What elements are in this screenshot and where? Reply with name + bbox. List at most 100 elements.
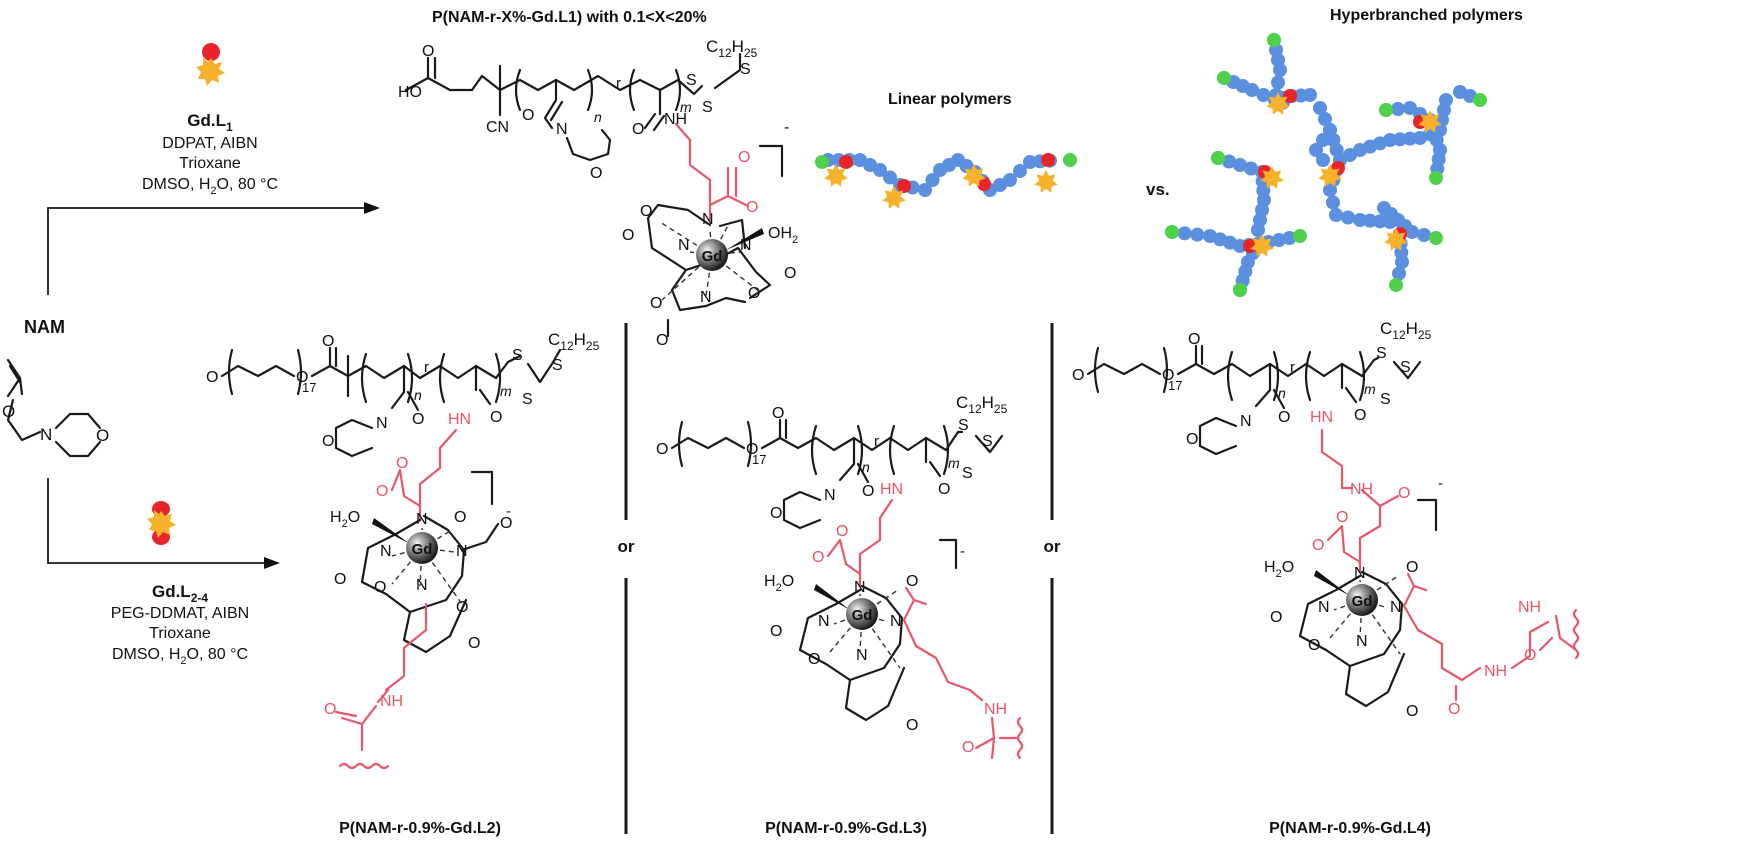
linker-bead: [839, 155, 853, 169]
svg-text:O: O: [1524, 647, 1536, 664]
backbone-bead: [1023, 155, 1037, 169]
svg-text:S: S: [982, 433, 993, 450]
svg-text:-: -: [506, 503, 511, 520]
backbone-bead: [1395, 255, 1409, 269]
svg-text:N: N: [380, 543, 392, 560]
or-label-right: or: [1044, 537, 1061, 556]
svg-text:m: m: [948, 455, 960, 471]
gd-complex-icon-bottom: [147, 501, 176, 545]
svg-text:Trioxane: Trioxane: [179, 155, 241, 172]
svg-text:O: O: [784, 265, 796, 282]
product-label-l4: P(NAM-r-0.9%-Gd.L4): [1269, 820, 1431, 837]
svg-text:-: -: [1438, 475, 1443, 492]
svg-text:S: S: [522, 391, 533, 408]
end-group-bead: [1379, 103, 1393, 117]
svg-text:O: O: [590, 165, 602, 182]
gd-atom: [696, 239, 728, 271]
backbone-bead: [1323, 183, 1337, 197]
svg-text:N: N: [1356, 633, 1368, 650]
gd-complex-star: [1260, 166, 1284, 189]
backbone-bead: [925, 173, 940, 187]
svg-text:N: N: [556, 121, 568, 138]
linear-polymer-schematic: [815, 153, 1077, 209]
svg-text:O: O: [962, 739, 974, 756]
svg-text:O: O: [422, 43, 434, 60]
monomer-label: NAM: [24, 317, 65, 337]
end-group-bead: [1293, 229, 1307, 243]
svg-text:O: O: [1406, 559, 1418, 576]
backbone-bead: [1439, 93, 1453, 107]
svg-text:O: O: [746, 199, 758, 216]
svg-text:C12H25: C12H25: [706, 37, 758, 60]
svg-text:O: O: [522, 107, 534, 124]
svg-text:O: O: [322, 333, 334, 350]
svg-text:O: O: [454, 509, 466, 526]
svg-text:O: O: [468, 635, 480, 652]
end-group-bead: [1473, 93, 1487, 107]
svg-text:NH: NH: [664, 111, 687, 128]
svg-text:N: N: [376, 415, 388, 432]
svg-text:O: O: [206, 369, 218, 386]
svg-text:NH: NH: [1518, 599, 1541, 616]
versus-label: vs.: [1146, 180, 1170, 199]
svg-text:HN: HN: [448, 411, 471, 428]
svg-text:N: N: [456, 543, 468, 560]
svg-text:O: O: [738, 149, 750, 166]
svg-text:O: O: [650, 295, 662, 312]
svg-text:Gd.L1: Gd.L1: [187, 111, 233, 134]
backbone-bead: [1244, 161, 1258, 176]
end-group-bead: [1063, 153, 1077, 167]
svg-text:N: N: [740, 237, 752, 254]
svg-text:O: O: [334, 571, 346, 588]
svg-text:N: N: [702, 211, 714, 228]
svg-text:m: m: [680, 99, 692, 115]
structure-gd-l4: O 17 O O n r m O N O O HN S S S C12H25 N…: [1072, 319, 1580, 720]
svg-text:n: n: [414, 387, 422, 403]
svg-text:OH2: OH2: [768, 225, 798, 246]
gd-complex-icon-top: [196, 43, 225, 86]
svg-text:O: O: [1354, 407, 1366, 424]
backbone-bead: [1341, 210, 1355, 225]
backbone-bead: [1405, 225, 1419, 239]
gd-complex-star: [824, 164, 848, 187]
end-group-bead: [1267, 33, 1281, 47]
svg-text:O: O: [1278, 409, 1290, 426]
svg-text:O: O: [1072, 367, 1084, 384]
svg-text:H2O: H2O: [764, 573, 794, 594]
svg-text:DDPAT, AIBN: DDPAT, AIBN: [162, 135, 257, 152]
svg-text:O: O: [1448, 701, 1460, 718]
svg-text:NH: NH: [380, 693, 403, 710]
svg-text:Gd: Gd: [1352, 593, 1373, 610]
svg-text:N: N: [856, 647, 868, 664]
svg-text:-: -: [960, 543, 965, 560]
svg-text:S: S: [1400, 359, 1411, 376]
svg-text:O: O: [1406, 703, 1418, 720]
arrow-bottom: [47, 478, 270, 564]
svg-text:O: O: [412, 411, 424, 428]
svg-text:DMSO, H2O, 80 °C: DMSO, H2O, 80 °C: [112, 646, 248, 667]
svg-text:S: S: [1376, 345, 1387, 362]
backbone-bead: [1403, 131, 1417, 146]
svg-text:O: O: [748, 285, 760, 302]
svg-text:C12H25: C12H25: [1380, 319, 1432, 342]
backbone-bead: [1282, 231, 1297, 245]
svg-text:O: O: [1398, 485, 1410, 502]
svg-text:N: N: [40, 425, 52, 444]
backbone-bead: [1326, 195, 1340, 210]
svg-text:N: N: [890, 613, 902, 630]
svg-text:S: S: [962, 465, 973, 482]
gd-complex-star: [1418, 110, 1442, 133]
backbone-bead: [873, 163, 887, 177]
backbone-bead: [1177, 226, 1192, 241]
gd-complex-star: [882, 186, 906, 209]
svg-text:O: O: [656, 441, 668, 458]
backbone-bead: [1309, 143, 1323, 157]
svg-text:O: O: [2, 402, 15, 421]
svg-text:S: S: [686, 72, 697, 89]
gd-complex-star: [1318, 164, 1342, 187]
linker-bead: [897, 179, 911, 193]
svg-text:O: O: [938, 481, 950, 498]
svg-text:PEG-DDMAT, AIBN: PEG-DDMAT, AIBN: [111, 605, 249, 622]
svg-text:O: O: [1186, 431, 1198, 448]
svg-text:m: m: [500, 383, 512, 399]
